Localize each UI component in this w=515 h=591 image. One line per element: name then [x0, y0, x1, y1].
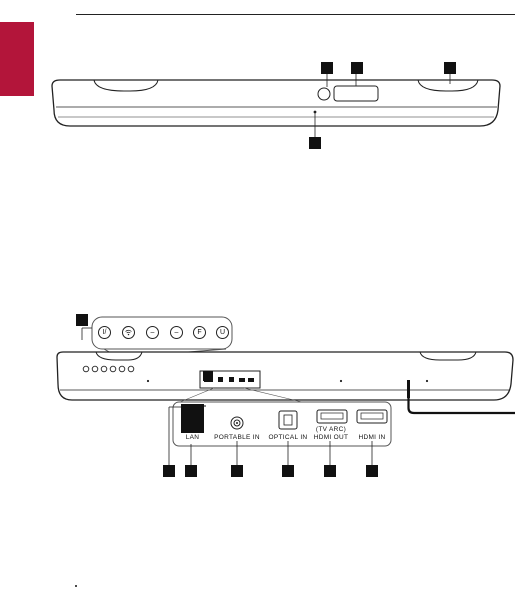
function-button-icon: F	[193, 326, 206, 339]
portable-in-label: PORTABLE IN	[214, 434, 260, 441]
callout-marker-9	[231, 465, 243, 477]
callout-marker-7	[163, 465, 175, 477]
power-button-icon: I/	[98, 326, 111, 339]
callout-marker-8	[185, 465, 197, 477]
hdmi-in-label: HDMI IN	[358, 434, 386, 441]
callout-marker-5	[76, 314, 88, 326]
wifi-button-icon	[122, 326, 135, 339]
hdmi-out-arc-label: (TV ARC)	[315, 426, 347, 433]
callout-marker-3	[444, 62, 456, 74]
callout-marker-1	[321, 62, 333, 74]
volume-up-button-icon: –	[170, 326, 183, 339]
callout-marker-12	[366, 465, 378, 477]
header-rule	[76, 14, 515, 15]
hdmi-out-label: HDMI OUT	[313, 434, 349, 441]
callout-marker-11	[324, 465, 336, 477]
usb-button-icon: U	[216, 326, 229, 339]
volume-down-button-icon: –	[146, 326, 159, 339]
section-tab	[0, 22, 34, 96]
lan-label: LAN	[185, 434, 200, 441]
optical-in-label: OPTICAL IN	[268, 434, 308, 441]
callout-marker-6	[203, 371, 213, 381]
callout-marker-2	[351, 62, 363, 74]
callout-marker-4	[309, 137, 321, 149]
callout-marker-10	[282, 465, 294, 477]
footer-bullet	[75, 585, 77, 587]
